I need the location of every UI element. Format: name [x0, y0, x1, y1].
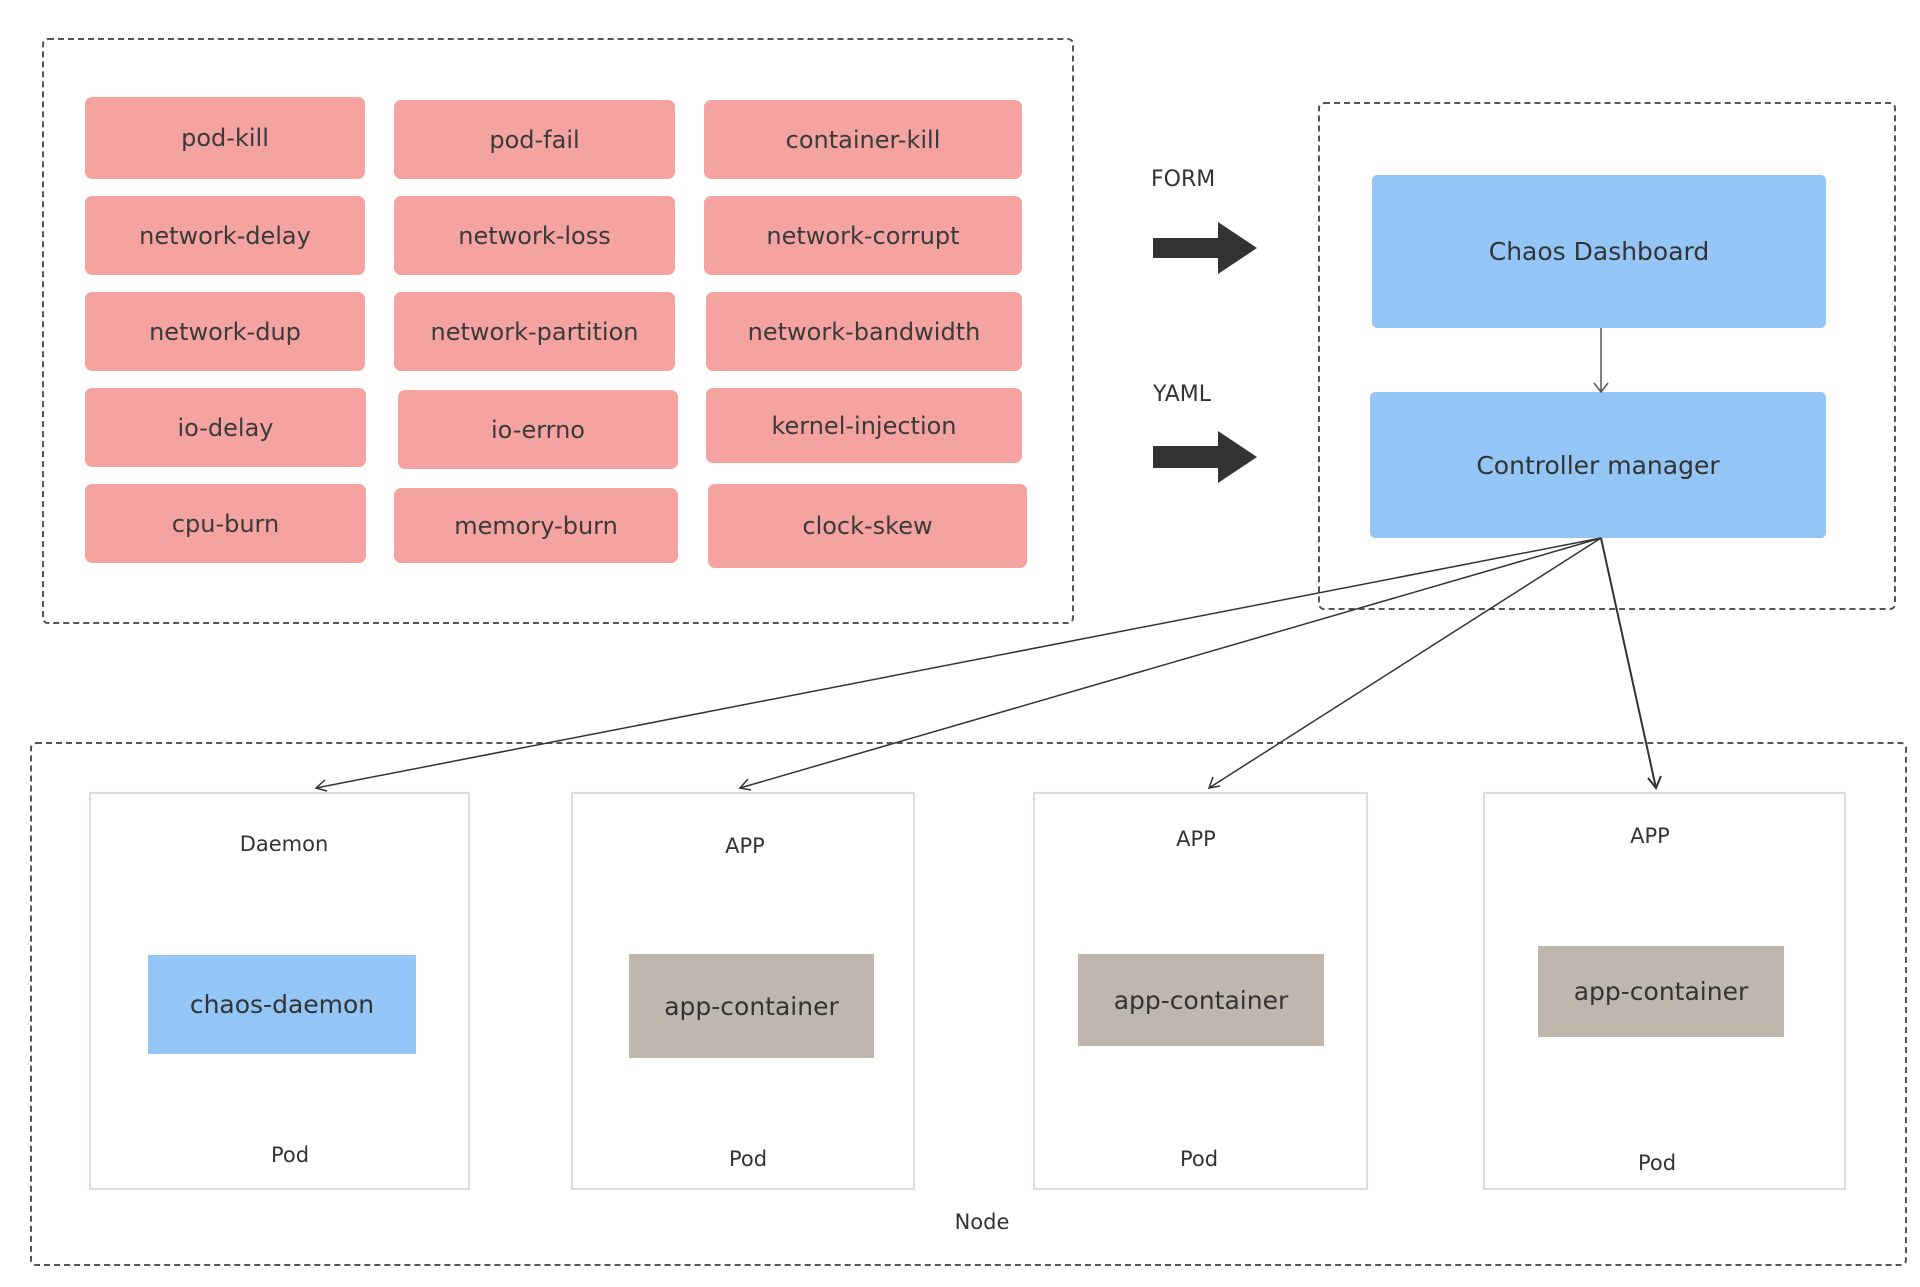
- controller-manager-box: Controller manager: [1370, 392, 1826, 538]
- chaos-chip-network-partition: network-partition: [394, 292, 675, 371]
- chaos-chip-network-dup: network-dup: [85, 292, 365, 371]
- controller-to-app3-arrowhead: [1647, 775, 1662, 790]
- pod-kind-label: Pod: [270, 1143, 310, 1167]
- dashboard-to-controller-arrowhead: [1593, 382, 1609, 394]
- controller-to-app1-line: [739, 537, 1602, 789]
- chaos-chip-container-kill: container-kill: [704, 100, 1022, 179]
- chaos-chip-memory-burn: memory-burn: [394, 488, 678, 563]
- chaos-chip-network-bandwidth: network-bandwidth: [706, 292, 1022, 371]
- chaos-dashboard-box: Chaos Dashboard: [1372, 175, 1826, 328]
- form-arrow-icon: [1153, 222, 1257, 274]
- pod-role-label: APP: [1176, 827, 1216, 851]
- chaos-chip-clock-skew: clock-skew: [708, 484, 1027, 568]
- controller-to-app2-line: [1208, 537, 1602, 789]
- yaml-arrow-icon: [1153, 431, 1257, 483]
- controller-to-daemon-line: [315, 537, 1602, 789]
- pod-kind-label: Pod: [1637, 1151, 1677, 1175]
- chaos-daemon-container: chaos-daemon: [148, 955, 416, 1054]
- node-label: Node: [954, 1210, 1010, 1234]
- pod-role-label: APP: [725, 834, 765, 858]
- chaos-chip-pod-fail: pod-fail: [394, 100, 675, 179]
- pod-kind-label: Pod: [1179, 1147, 1219, 1171]
- form-label: FORM: [1151, 167, 1216, 192]
- chaos-chip-kernel-injection: kernel-injection: [706, 388, 1022, 463]
- yaml-label: YAML: [1153, 382, 1212, 407]
- app-container-1: app-container: [629, 954, 874, 1058]
- chaos-chip-network-corrupt: network-corrupt: [704, 196, 1022, 275]
- controller-to-app2-arrowhead: [1207, 776, 1221, 789]
- chaos-chip-pod-kill: pod-kill: [85, 97, 365, 179]
- pod-role-label: Daemon: [239, 832, 329, 856]
- controller-to-app1-arrowhead: [738, 778, 752, 791]
- controller-to-daemon-arrowhead: [314, 779, 328, 792]
- chaos-chip-cpu-burn: cpu-burn: [85, 484, 366, 563]
- pod-kind-label: Pod: [728, 1147, 768, 1171]
- chaos-chip-io-errno: io-errno: [398, 390, 678, 469]
- app-container-2: app-container: [1078, 954, 1324, 1046]
- chaos-chip-network-loss: network-loss: [394, 196, 675, 275]
- node-group: [30, 742, 1907, 1266]
- app-container-3: app-container: [1538, 946, 1784, 1037]
- chaos-chip-network-delay: network-delay: [85, 196, 365, 275]
- chaos-types-group: [42, 38, 1074, 624]
- controller-to-app3-line: [1600, 537, 1657, 789]
- pod-role-label: APP: [1630, 824, 1670, 848]
- control-plane-group: [1318, 102, 1896, 610]
- chaos-chip-io-delay: io-delay: [85, 388, 366, 467]
